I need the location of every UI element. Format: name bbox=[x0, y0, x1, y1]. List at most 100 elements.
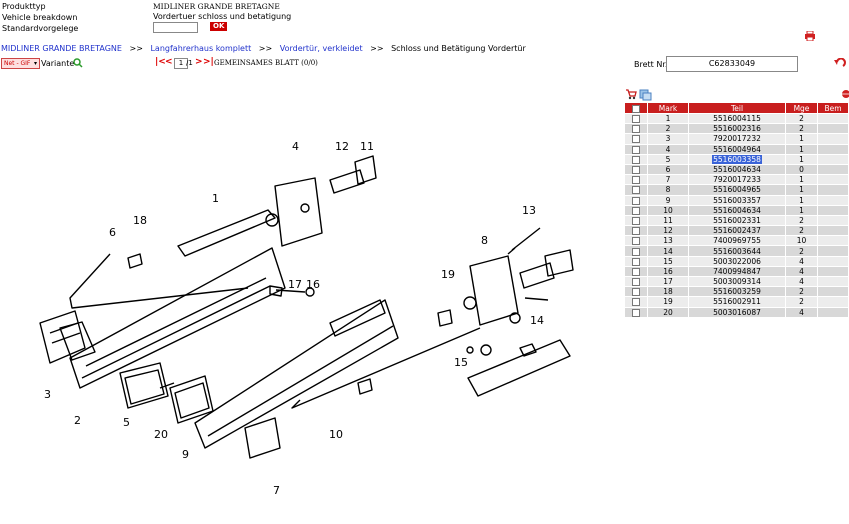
left-handle-panel[interactable] bbox=[39, 310, 86, 364]
back-arrow-icon[interactable] bbox=[834, 58, 846, 68]
cell-teil[interactable]: 5516003357 bbox=[688, 194, 786, 206]
cell-teil[interactable]: 5516003259 bbox=[688, 286, 786, 298]
cell-teil[interactable]: 7920017233 bbox=[688, 174, 786, 186]
row-checkbox[interactable] bbox=[632, 145, 640, 154]
teil-number[interactable]: 5516002437 bbox=[713, 226, 761, 236]
brett-input[interactable]: C62833049 bbox=[666, 56, 798, 72]
copy-icon[interactable] bbox=[639, 89, 652, 101]
prev-page-icon[interactable]: < bbox=[165, 57, 173, 67]
cell-teil[interactable]: 5516003358 bbox=[688, 153, 786, 165]
row-checkbox-cell[interactable] bbox=[624, 225, 648, 237]
teil-number[interactable]: 5516004634 bbox=[713, 205, 761, 215]
row-checkbox-cell[interactable] bbox=[624, 204, 648, 216]
row-checkbox-cell[interactable] bbox=[624, 255, 648, 267]
select-all-header[interactable] bbox=[624, 102, 648, 114]
teil-number[interactable]: 5516003357 bbox=[713, 195, 761, 205]
format-select[interactable]: Net - GIF ▾ bbox=[1, 58, 40, 69]
row-checkbox-cell[interactable] bbox=[624, 123, 648, 135]
cell-teil[interactable]: 5516004965 bbox=[688, 184, 786, 196]
teil-number[interactable]: 5516002331 bbox=[713, 215, 761, 225]
callout-20[interactable]: 20 bbox=[154, 428, 168, 441]
callout-11[interactable]: 11 bbox=[360, 140, 374, 153]
row-checkbox-cell[interactable] bbox=[624, 265, 648, 278]
row-checkbox-cell[interactable] bbox=[624, 235, 648, 247]
variante-label[interactable]: Variante bbox=[41, 59, 75, 68]
callout-4[interactable]: 4 bbox=[292, 140, 299, 153]
cell-teil[interactable]: 5003016087 bbox=[688, 306, 786, 318]
teil-number[interactable]: 5516004964 bbox=[713, 144, 761, 154]
row-checkbox[interactable] bbox=[632, 227, 640, 236]
cell-teil[interactable]: 5516002316 bbox=[688, 123, 786, 135]
select-all-checkbox[interactable] bbox=[632, 104, 640, 113]
callout-19[interactable]: 19 bbox=[441, 268, 455, 281]
row-checkbox[interactable] bbox=[632, 176, 640, 185]
teil-number[interactable]: 5516002316 bbox=[713, 124, 761, 134]
row-checkbox-cell[interactable] bbox=[624, 306, 648, 318]
teil-number[interactable]: 5516003358 bbox=[712, 154, 762, 164]
cell-teil[interactable]: 5516004634 bbox=[688, 204, 786, 216]
ok-button[interactable]: OK bbox=[210, 22, 228, 31]
row-checkbox-cell[interactable] bbox=[624, 184, 648, 196]
teil-number[interactable]: 7920017233 bbox=[713, 175, 761, 185]
globe-icon[interactable] bbox=[841, 89, 849, 99]
cell-teil[interactable]: 5516002911 bbox=[688, 296, 786, 308]
first-page-icon[interactable]: |< bbox=[155, 57, 166, 67]
middle-cover-plate[interactable] bbox=[169, 375, 214, 424]
teil-number[interactable]: 7400969755 bbox=[713, 236, 761, 246]
teil-number[interactable]: 5516004634 bbox=[713, 165, 761, 175]
row-checkbox[interactable] bbox=[632, 166, 640, 175]
search-magnifier-icon[interactable] bbox=[73, 58, 83, 68]
teil-number[interactable]: 5516003259 bbox=[713, 287, 761, 297]
row-checkbox-cell[interactable] bbox=[624, 245, 648, 257]
row-checkbox-cell[interactable] bbox=[624, 214, 648, 227]
cell-teil[interactable]: 7400994847 bbox=[688, 265, 786, 278]
callout-13[interactable]: 13 bbox=[522, 204, 536, 217]
handle-cover-plate[interactable] bbox=[119, 362, 169, 409]
right-lock-mechanism[interactable] bbox=[469, 255, 519, 326]
callout-8[interactable]: 8 bbox=[481, 234, 488, 247]
cell-teil[interactable]: 5003009314 bbox=[688, 275, 786, 288]
left-lock-mechanism[interactable] bbox=[274, 177, 323, 247]
teil-number[interactable]: 7400994847 bbox=[713, 266, 761, 276]
teil-number[interactable]: 5516004115 bbox=[713, 114, 761, 124]
row-checkbox[interactable] bbox=[632, 257, 640, 266]
breadcrumb-link-product[interactable]: MIDLINER GRANDE BRETAGNE bbox=[1, 44, 122, 53]
cell-teil[interactable]: 5516002331 bbox=[688, 214, 786, 227]
row-checkbox[interactable] bbox=[632, 135, 640, 144]
teil-number[interactable]: 5003009314 bbox=[713, 277, 761, 287]
row-checkbox[interactable] bbox=[632, 278, 640, 287]
callout-10[interactable]: 10 bbox=[329, 428, 343, 441]
row-checkbox[interactable] bbox=[632, 298, 640, 307]
col-header-mark[interactable]: Mark bbox=[647, 102, 689, 114]
row-checkbox-cell[interactable] bbox=[624, 296, 648, 308]
standardvorgelege-input[interactable] bbox=[153, 22, 198, 33]
breadcrumb-link-subgroup[interactable]: Vordertür, verkleidet bbox=[279, 44, 363, 53]
teil-number[interactable]: 5516003644 bbox=[713, 246, 761, 256]
callout-16[interactable]: 16 bbox=[306, 278, 320, 291]
teil-number[interactable]: 5003022006 bbox=[713, 256, 761, 266]
left-door-handle-body[interactable] bbox=[69, 247, 286, 389]
row-checkbox[interactable] bbox=[632, 115, 640, 124]
right-door-handle-body[interactable] bbox=[194, 299, 399, 449]
row-checkbox[interactable] bbox=[632, 267, 640, 276]
left-lever[interactable] bbox=[177, 209, 276, 257]
row-checkbox[interactable] bbox=[632, 308, 640, 317]
cell-teil[interactable]: 7400969755 bbox=[688, 235, 786, 247]
